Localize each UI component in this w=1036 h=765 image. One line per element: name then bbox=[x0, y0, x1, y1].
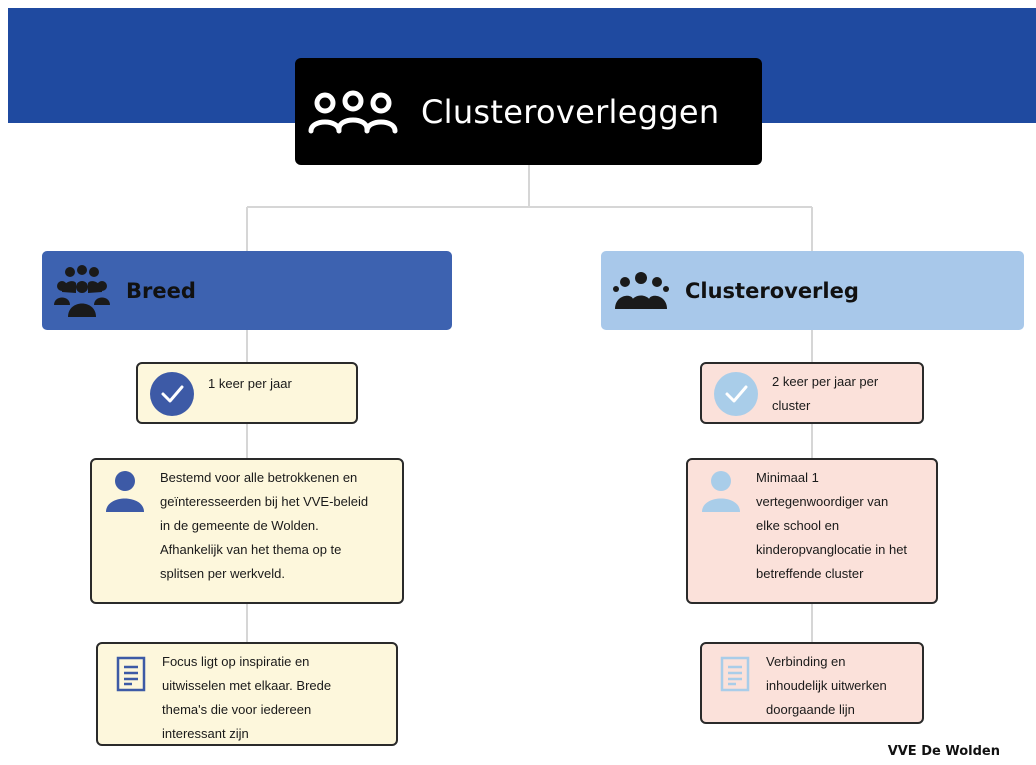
person-icon bbox=[106, 471, 144, 512]
check-circle-icon bbox=[714, 372, 758, 416]
footer-credit: VVE De Wolden bbox=[887, 744, 1000, 759]
breed-frequency-card: 1 keer per jaar bbox=[136, 362, 358, 424]
crowd-icon bbox=[54, 264, 110, 317]
cluster-frequency-card: 2 keer per jaar per cluster bbox=[700, 362, 924, 424]
breed-label: Breed bbox=[126, 278, 196, 303]
clusteroverleg-label: Clusteroverleg bbox=[685, 278, 859, 303]
people-group-icon bbox=[308, 90, 398, 133]
card-text: 1 keer per jaar bbox=[208, 376, 292, 391]
card-text: 2 keer per jaar per cluster bbox=[772, 374, 879, 413]
cluster-audience-card: Minimaal 1 vertegenwoordiger van elke sc… bbox=[686, 458, 938, 604]
page-title: Clusteroverleggen bbox=[421, 92, 720, 131]
cluster-focus-card: Verbinding en inhoudelijk uitwerken door… bbox=[700, 642, 924, 724]
document-icon bbox=[720, 656, 750, 692]
breed-focus-card: Focus ligt op inspiratie en uitwisselen … bbox=[96, 642, 398, 746]
clusteroverleg-header: Clusteroverleg bbox=[601, 251, 1024, 330]
card-text: Verbinding en inhoudelijk uitwerken door… bbox=[766, 654, 887, 717]
breed-header: Breed bbox=[42, 251, 452, 330]
breed-audience-card: Bestemd voor alle betrokkenen en geïnter… bbox=[90, 458, 404, 604]
person-icon bbox=[702, 471, 740, 512]
card-text: Focus ligt op inspiratie en uitwisselen … bbox=[162, 654, 332, 741]
check-circle-icon bbox=[150, 372, 194, 416]
title-box: Clusteroverleggen bbox=[295, 58, 762, 165]
card-text: Minimaal 1 vertegenwoordiger van elke sc… bbox=[756, 470, 908, 581]
card-text: Bestemd voor alle betrokkenen en geïnter… bbox=[160, 470, 369, 581]
team-icon bbox=[613, 271, 669, 309]
document-icon bbox=[116, 656, 146, 692]
